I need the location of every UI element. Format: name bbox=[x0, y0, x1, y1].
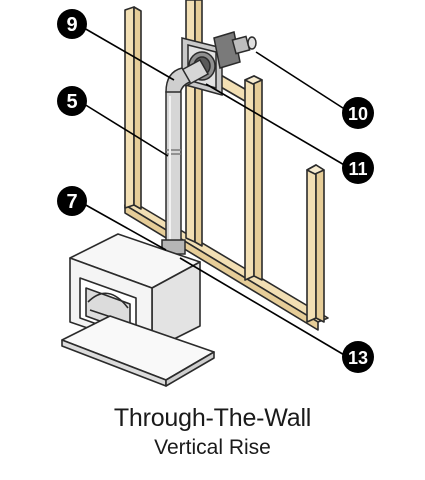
stud-center-left-side bbox=[194, 0, 203, 247]
vent-pipe bbox=[161, 58, 210, 255]
leader-7 bbox=[83, 203, 167, 251]
exterior-cap bbox=[231, 35, 251, 55]
stove bbox=[61, 233, 215, 387]
callout-11: 11 bbox=[342, 152, 374, 184]
diagram-title: Through-The-Wall bbox=[113, 404, 312, 432]
outer-termination-cap bbox=[213, 31, 257, 69]
stud-center-right-top bbox=[244, 75, 263, 85]
leader-9 bbox=[83, 27, 175, 81]
leader-11 bbox=[205, 83, 347, 167]
callout-7: 7 bbox=[57, 186, 87, 216]
stove-base-edge-right bbox=[165, 351, 215, 387]
callout-10-label: 10 bbox=[348, 104, 368, 124]
stud-center-left bbox=[185, 0, 196, 243]
callout-13-label: 13 bbox=[348, 348, 368, 368]
stud-right-side bbox=[315, 164, 325, 323]
callout-5: 5 bbox=[57, 86, 87, 116]
callout-9: 9 bbox=[57, 9, 87, 39]
stove-door-arch bbox=[87, 292, 129, 309]
callout-13: 13 bbox=[342, 341, 374, 373]
exterior-cap-end bbox=[247, 36, 257, 50]
callout-11-label: 11 bbox=[348, 159, 367, 179]
leader-10 bbox=[255, 51, 347, 111]
stud-left-side bbox=[133, 6, 142, 210]
callout-10: 10 bbox=[342, 97, 374, 129]
leader-5 bbox=[83, 103, 169, 157]
leader-13 bbox=[179, 257, 347, 357]
stud-right-top bbox=[306, 164, 325, 175]
callout-9-label: 9 bbox=[66, 14, 77, 36]
diagram-subtitle: Vertical Rise bbox=[154, 436, 271, 459]
stud-left bbox=[124, 6, 135, 209]
stud-right bbox=[306, 164, 317, 323]
pipe-vertical bbox=[165, 91, 182, 245]
leader-lines bbox=[83, 27, 347, 357]
stud-center-right-side bbox=[253, 75, 263, 281]
callout-7-label: 7 bbox=[66, 191, 77, 213]
callout-5-label: 5 bbox=[66, 91, 77, 113]
stud-center-right bbox=[244, 75, 255, 281]
